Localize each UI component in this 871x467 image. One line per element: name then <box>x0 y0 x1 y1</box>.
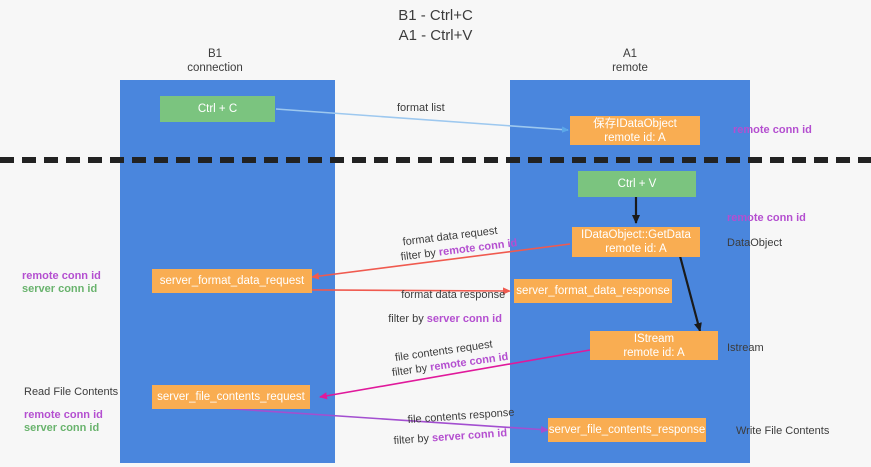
filter-prefix: filter by <box>393 432 433 448</box>
node-server-format-data-response[interactable]: server_format_data_response <box>514 279 672 303</box>
filter-prefix: filter by <box>388 313 427 325</box>
edge-label-format-data-response: format data response <box>389 274 505 316</box>
node-ctrl-v[interactable]: Ctrl + V <box>578 171 696 197</box>
filter-key-server-conn-id: server conn id <box>426 313 502 325</box>
label-left-server-conn-id-2: server conn id <box>24 422 100 434</box>
node-save-idataobject[interactable]: 保存IDataObject remote id: A <box>570 116 700 145</box>
label-istream: Istream <box>727 342 764 354</box>
node-server-file-contents-request[interactable]: server_file_contents_request <box>152 385 310 409</box>
filter-key-remote-conn-id: remote conn id <box>429 350 510 374</box>
filter-prefix: filter by <box>391 361 432 380</box>
node-idataobject-getdata[interactable]: IDataObject::GetData remote id: A <box>572 227 700 257</box>
filter-key-server-conn-id: server conn id <box>431 427 508 445</box>
filter-prefix: filter by <box>399 246 440 264</box>
label-remote-conn-id-mid: remote conn id <box>727 212 806 224</box>
label-remote-conn-id-top: remote conn id <box>733 124 812 136</box>
label-read-file-contents: Read File Contents <box>24 386 119 398</box>
edge-label-format-list: format list <box>397 102 445 114</box>
edge-label-file-contents-response-filter: filter by server conn id <box>380 412 509 463</box>
column-header-a1: A1 remote <box>612 48 648 74</box>
filter-key-remote-conn-id: remote conn id <box>438 237 518 259</box>
edge-label-format-data-response-filter: filter by server conn id <box>376 298 502 340</box>
page-title: B1 - Ctrl+C A1 - Ctrl+V <box>398 7 473 44</box>
phase-separator <box>0 157 871 163</box>
label-dataobject: DataObject <box>727 237 783 249</box>
node-server-file-contents-response[interactable]: server_file_contents_response <box>548 418 706 442</box>
node-istream[interactable]: IStream remote id: A <box>590 331 718 360</box>
edge-label-format-data-response-text: format data response <box>401 289 506 301</box>
label-left-remote-conn-id: remote conn id <box>22 270 101 282</box>
label-left-remote-conn-id-2: remote conn id <box>24 409 103 421</box>
label-left-server-conn-id: server conn id <box>22 283 98 295</box>
node-ctrl-c[interactable]: Ctrl + C <box>160 96 275 122</box>
label-write-file-contents: Write File Contents <box>736 425 830 437</box>
column-header-b1: B1 connection <box>187 48 243 74</box>
node-server-format-data-request[interactable]: server_format_data_request <box>152 269 312 293</box>
